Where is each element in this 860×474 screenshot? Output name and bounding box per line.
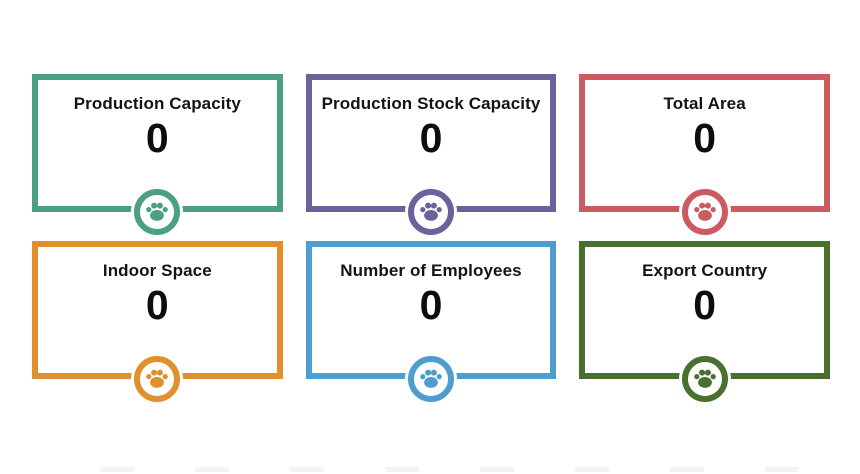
paw-icon xyxy=(681,356,728,402)
kpi-card: Indoor Space 0 xyxy=(32,241,283,402)
kpi-card-title: Export Country xyxy=(642,261,768,280)
paw-icon xyxy=(134,356,181,402)
kpi-card-title: Production Capacity xyxy=(73,94,241,113)
paw-icon xyxy=(407,189,454,235)
kpi-card-value: 0 xyxy=(693,282,717,328)
paw-icon xyxy=(134,189,181,235)
paw-icon xyxy=(407,356,454,402)
kpi-card: Production Capacity 0 xyxy=(32,74,283,235)
kpi-card-value: 0 xyxy=(145,115,169,161)
kpi-card-title: Indoor Space xyxy=(102,261,212,280)
kpi-card: Export Country 0 xyxy=(579,241,830,402)
kpi-card: Total Area 0 xyxy=(579,74,830,235)
kpi-card-grid: Production Capacity 0 Production Stock C… xyxy=(32,74,830,402)
kpi-card-title: Number of Employees xyxy=(340,261,522,280)
kpi-card-value: 0 xyxy=(419,115,443,161)
kpi-card-title: Production Stock Capacity xyxy=(321,94,541,113)
kpi-card-value: 0 xyxy=(145,282,169,328)
kpi-card-title: Total Area xyxy=(663,94,746,113)
kpi-card: Number of Employees 0 xyxy=(305,241,557,402)
cropped-row-artifact xyxy=(100,467,836,472)
kpi-card: Production Stock Capacity 0 xyxy=(305,74,557,235)
kpi-card-value: 0 xyxy=(419,282,443,328)
kpi-card-value: 0 xyxy=(693,115,717,161)
paw-icon xyxy=(681,189,728,235)
